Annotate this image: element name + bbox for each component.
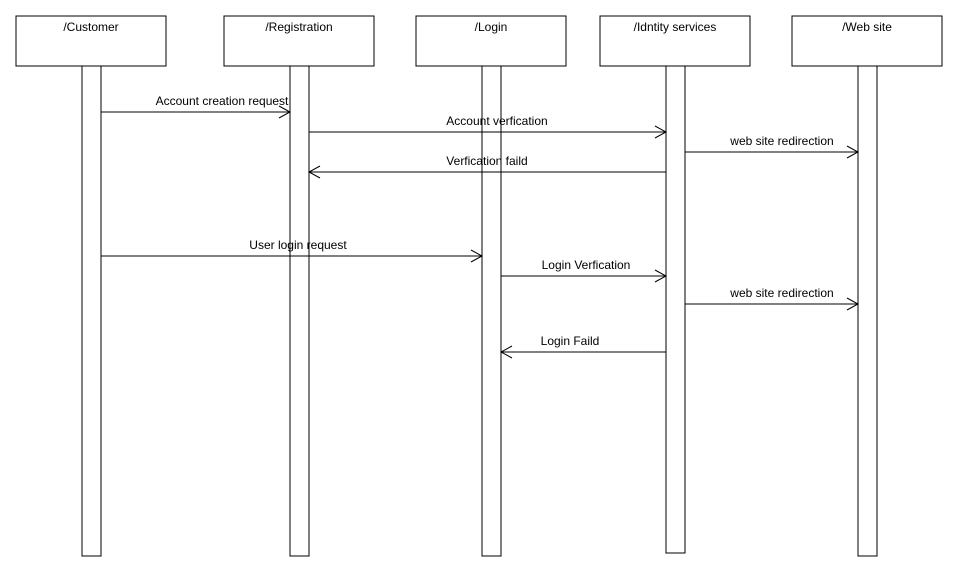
lifeline-identity-label: /Idntity services (634, 20, 717, 34)
message-label: web site redirection (729, 134, 833, 148)
message-account-creation-request: Account creation request (101, 94, 292, 119)
lifeline-customer-label: /Customer (63, 20, 118, 34)
arrowhead-icon (654, 125, 668, 139)
message-login-verification: Login Verfication (501, 258, 668, 283)
activation-identity (665, 65, 686, 554)
activation-login (481, 65, 502, 557)
message-web-site-redirection-2: web site redirection (685, 286, 860, 311)
arrowhead-icon (470, 249, 484, 263)
lifeline-login: /Login (415, 15, 567, 557)
message-login-failed: Login Faild (499, 334, 666, 359)
message-label: Account verfication (446, 114, 547, 128)
lifeline-login-label: /Login (475, 20, 508, 34)
arrowhead-icon (307, 165, 321, 179)
arrowhead-icon (278, 105, 292, 119)
arrowhead-icon (846, 145, 860, 159)
lifeline-customer: /Customer (15, 15, 167, 557)
arrowhead-icon (846, 297, 860, 311)
activation-registration (289, 65, 310, 557)
message-label: Login Faild (541, 334, 600, 348)
message-label: Login Verfication (542, 258, 631, 272)
message-label: User login request (249, 238, 347, 252)
lifeline-registration: /Registration (223, 15, 375, 557)
arrowhead-icon (499, 345, 513, 359)
message-web-site-redirection-1: web site redirection (685, 134, 860, 159)
message-verification-failed: Verfication faild (307, 154, 666, 179)
message-label: web site redirection (729, 286, 833, 300)
message-account-verification: Account verfication (309, 114, 668, 139)
message-label: Account creation request (156, 94, 289, 108)
activation-website (857, 65, 878, 557)
lifeline-website-label: /Web site (842, 20, 892, 34)
arrowhead-icon (654, 269, 668, 283)
lifeline-website: /Web site (791, 15, 943, 557)
activation-customer (81, 65, 102, 557)
message-user-login-request: User login request (101, 238, 484, 263)
lifeline-registration-label: /Registration (265, 20, 332, 34)
lifeline-identity: /Idntity services (599, 15, 751, 554)
message-label: Verfication faild (446, 154, 527, 168)
